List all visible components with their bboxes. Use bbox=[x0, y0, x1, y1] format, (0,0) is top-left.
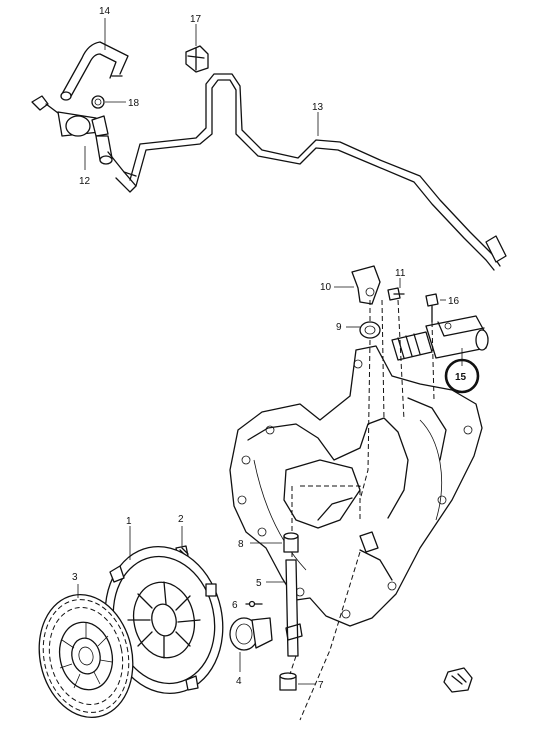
callout-9: 9 bbox=[336, 322, 342, 333]
part-8-bushing bbox=[283, 532, 299, 553]
part-3-clutch-disc bbox=[38, 593, 134, 719]
part-5-release-shaft bbox=[285, 559, 303, 657]
part-10-bracket bbox=[351, 265, 381, 305]
part-12-clutch-master-cylinder bbox=[31, 95, 137, 193]
callout-10: 10 bbox=[320, 282, 332, 293]
assembly-reference-lines bbox=[289, 299, 435, 721]
callout-17: 17 bbox=[190, 14, 202, 25]
front-direction-arrow-icon bbox=[443, 667, 473, 693]
callout-15-highlight-circle bbox=[444, 358, 480, 394]
callout-14: 14 bbox=[99, 6, 111, 17]
part-4-release-bearing bbox=[229, 617, 273, 651]
part-9-seal bbox=[359, 321, 381, 339]
callout-8: 8 bbox=[238, 539, 244, 550]
callout-13: 13 bbox=[312, 102, 324, 113]
callout-11: 11 bbox=[395, 268, 406, 279]
part-17-clip bbox=[185, 45, 209, 73]
callout-labels: 14 17 18 13 12 11 10 16 9 15 2 1 8 3 5 6… bbox=[72, 6, 480, 691]
callout-16: 16 bbox=[448, 296, 460, 307]
part-11-bolt bbox=[387, 287, 405, 301]
part-7-bushing bbox=[279, 672, 297, 691]
part-13-clutch-pipe bbox=[129, 73, 507, 271]
callout-3: 3 bbox=[72, 572, 78, 583]
callout-5: 5 bbox=[256, 578, 262, 589]
callout-1: 1 bbox=[126, 516, 132, 527]
callout-7: 7 bbox=[318, 680, 324, 691]
callout-2: 2 bbox=[178, 514, 184, 525]
part-18-clamp bbox=[91, 95, 105, 109]
part-15-clutch-release-cylinder bbox=[391, 315, 489, 361]
callout-4: 4 bbox=[236, 676, 242, 687]
part-14-hose bbox=[60, 41, 129, 101]
callout-6: 6 bbox=[232, 600, 238, 611]
callout-15: 15 bbox=[455, 372, 467, 383]
part-6-pin bbox=[245, 600, 263, 608]
part-16-bolt bbox=[425, 293, 439, 323]
callout-18: 18 bbox=[128, 98, 140, 109]
callout-12: 12 bbox=[79, 176, 91, 187]
